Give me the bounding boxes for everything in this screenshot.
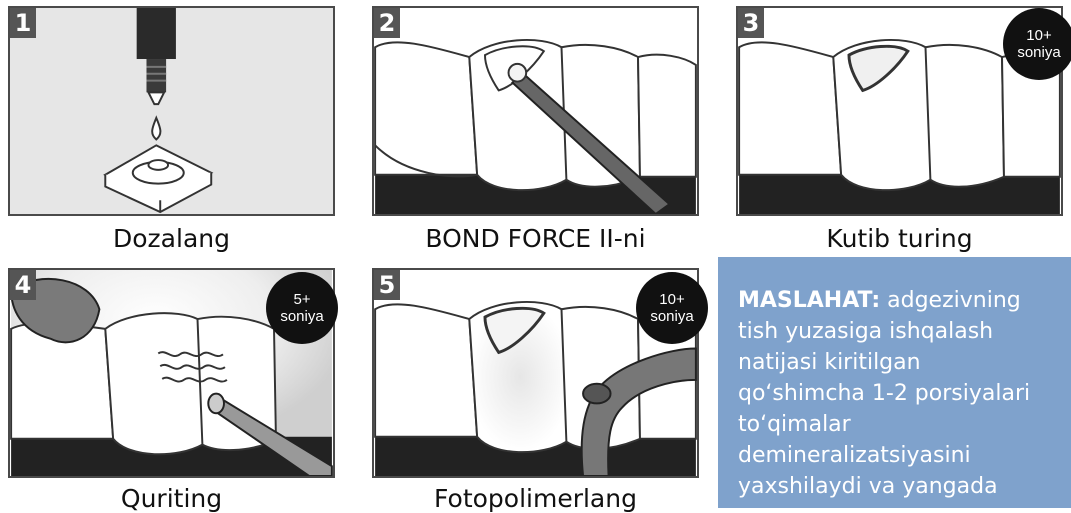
step-2-panel: 2 bbox=[372, 6, 699, 216]
step-5-caption: Fotopolimerlang bbox=[372, 484, 699, 513]
timer-value: 10+ bbox=[1026, 27, 1051, 44]
step-1-panel: 1 bbox=[8, 6, 335, 216]
timer-badge: 10+ soniya bbox=[1003, 8, 1071, 80]
step-number-badge: 2 bbox=[374, 8, 400, 38]
step-number-badge: 4 bbox=[10, 270, 36, 300]
step-number-badge: 1 bbox=[10, 8, 36, 38]
step-2-caption: BOND FORCE II-ni bbox=[372, 224, 699, 253]
timer-value: 10+ bbox=[659, 291, 684, 308]
tip-box: MASLAHAT: adgezivning tish yuzasiga ishq… bbox=[718, 257, 1071, 508]
timer-unit: soniya bbox=[1017, 44, 1060, 61]
tip-text: adgezivning tish yuzasiga ishqalash nati… bbox=[738, 288, 1030, 499]
timer-unit: soniya bbox=[650, 308, 693, 325]
step-3-caption: Kutib turing bbox=[736, 224, 1063, 253]
timer-badge: 10+ soniya bbox=[636, 272, 708, 344]
timer-unit: soniya bbox=[280, 308, 323, 325]
step-number-badge: 3 bbox=[738, 8, 764, 38]
timer-badge: 5+ soniya bbox=[266, 272, 338, 344]
timer-value: 5+ bbox=[293, 291, 310, 308]
step-1-caption: Dozalang bbox=[8, 224, 335, 253]
step-4-caption: Quriting bbox=[8, 484, 335, 513]
dispense-illustration bbox=[10, 8, 333, 214]
step-number-badge: 5 bbox=[374, 270, 400, 300]
apply-bond-illustration bbox=[374, 8, 697, 214]
tip-label: MASLAHAT: bbox=[738, 288, 880, 313]
